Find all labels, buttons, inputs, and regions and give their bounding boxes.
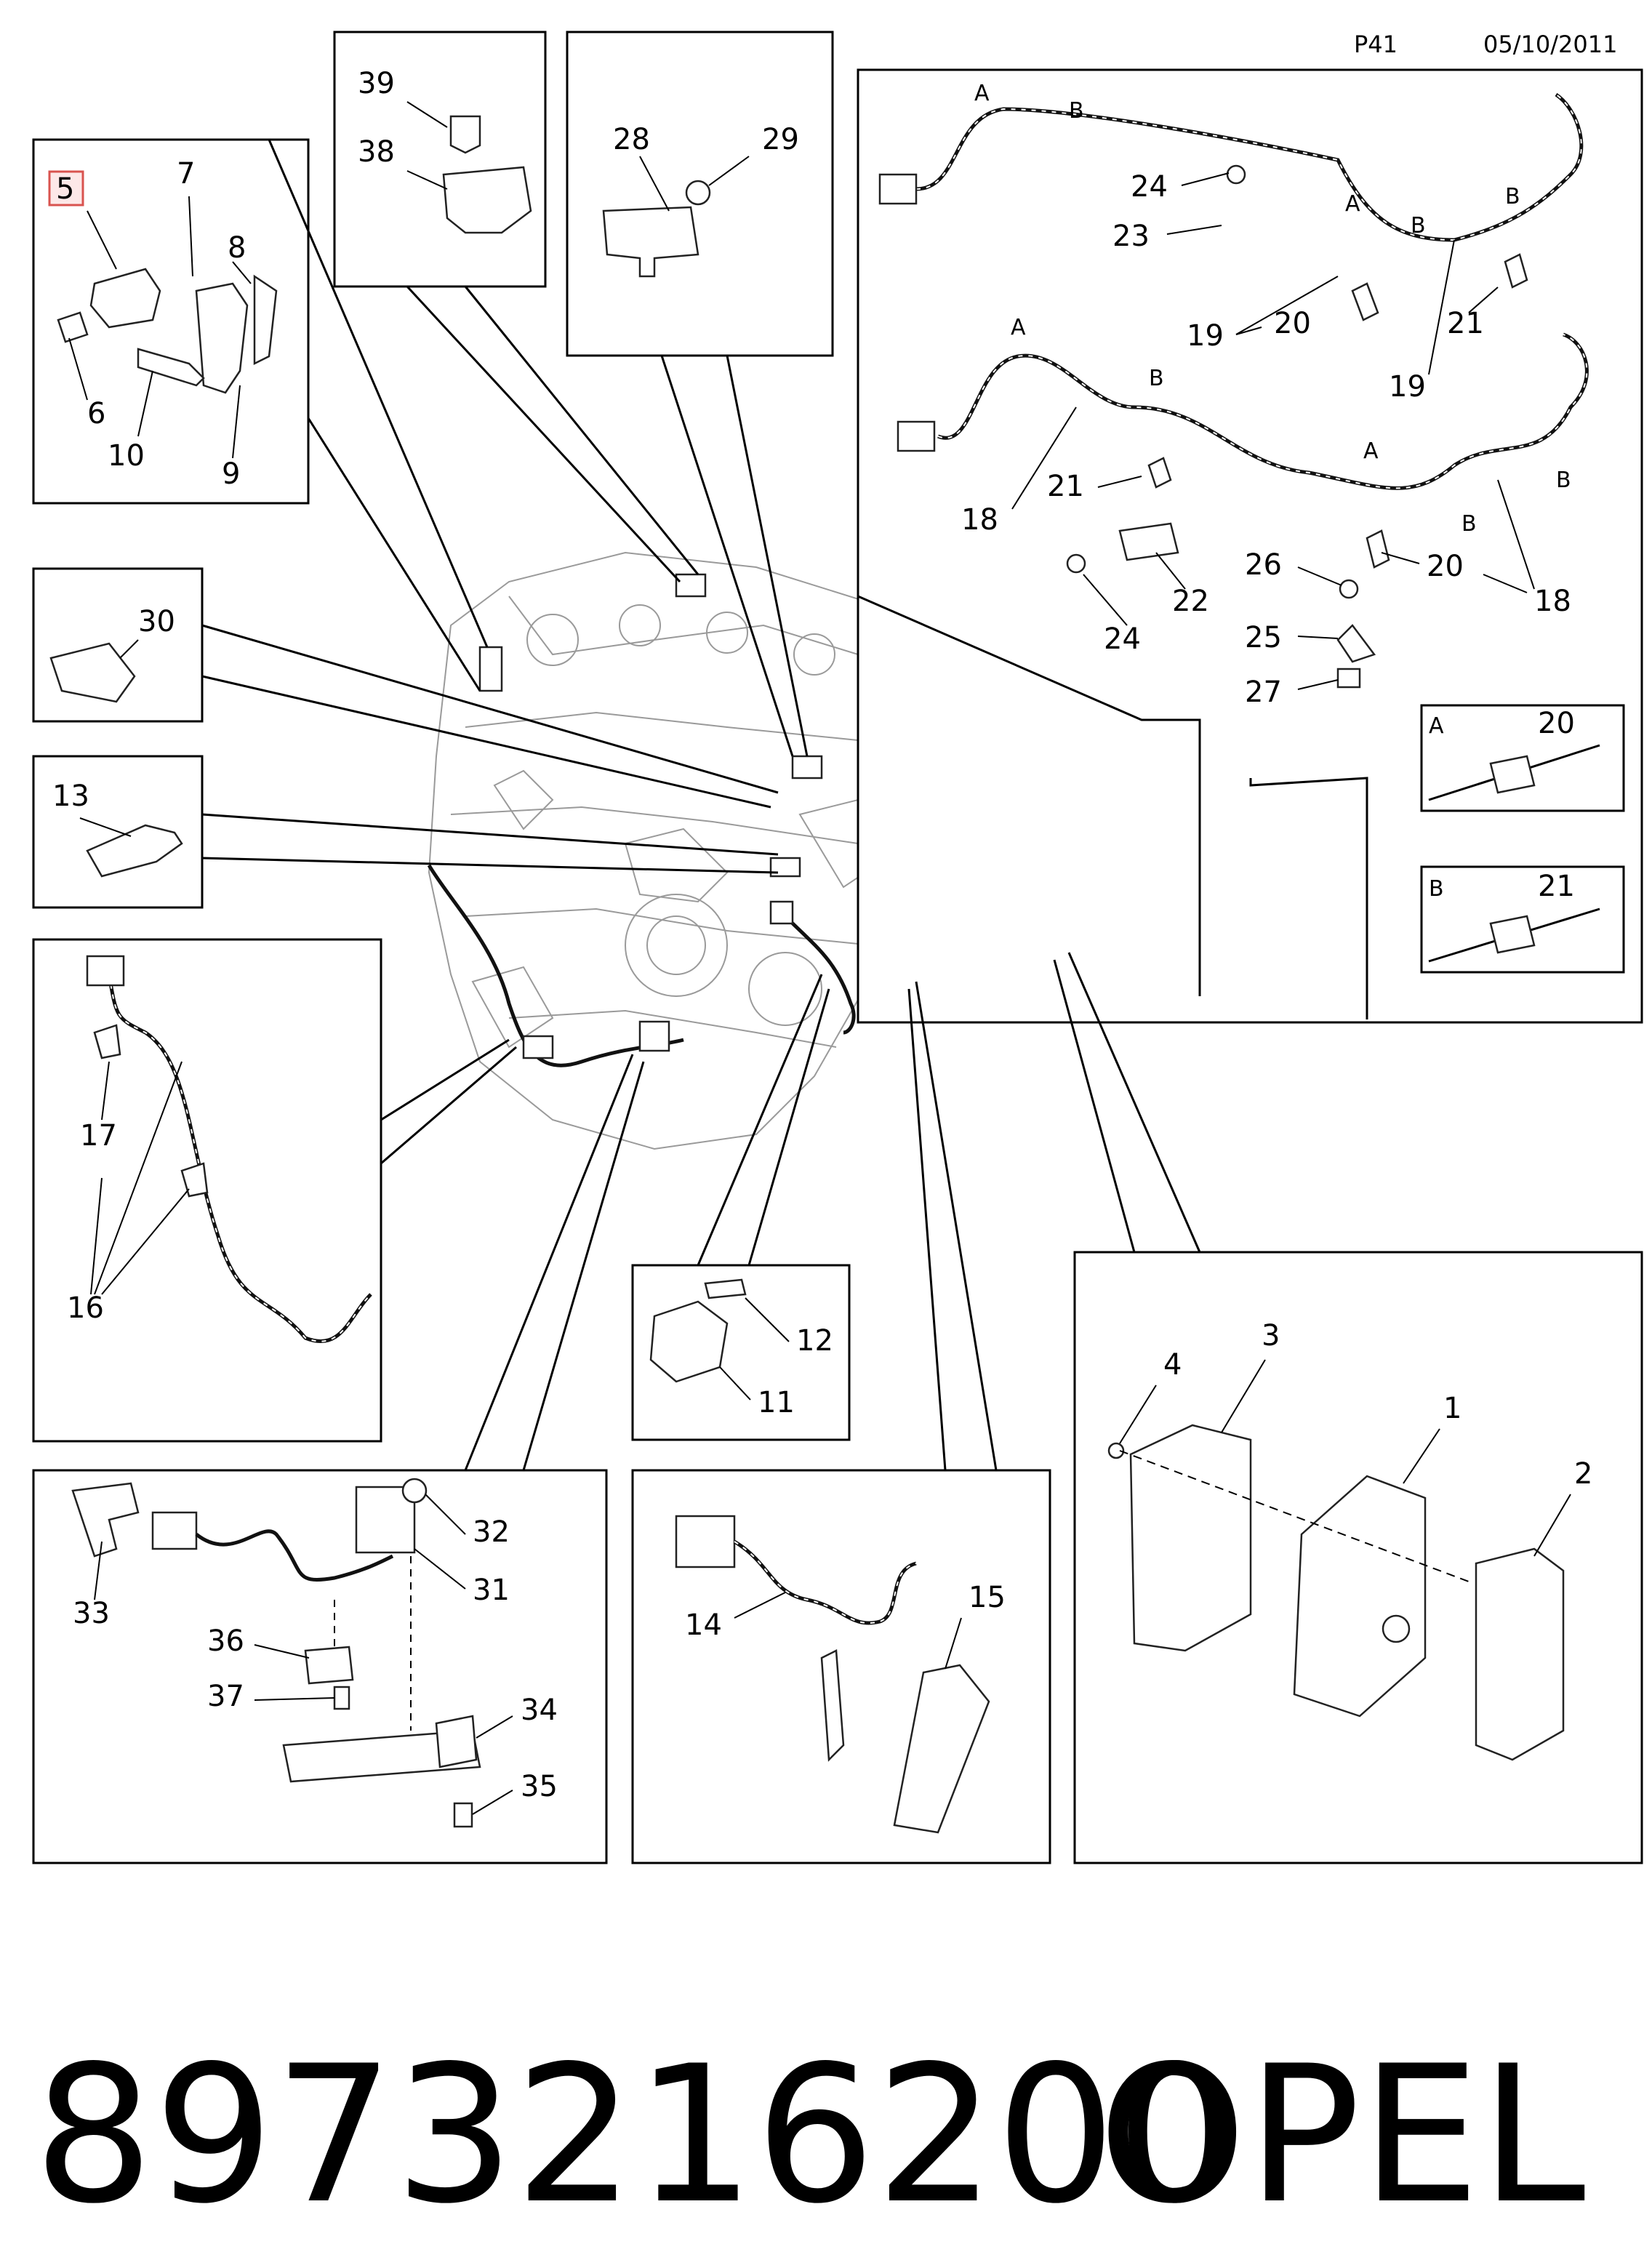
- callout-31: 31: [473, 1574, 510, 1607]
- sensor-38: [442, 166, 532, 234]
- inset-b-callout-21: 21: [1538, 870, 1575, 903]
- detail-box-31-37: 33 32 31 36 37 34 35: [32, 1469, 608, 1864]
- detail-box-exhaust-sensors: A B A B B A B A B B 24 23 19 20 21 19 21…: [857, 68, 1643, 1024]
- callout-25: 25: [1245, 621, 1282, 654]
- label-b-2: B: [1411, 213, 1426, 239]
- detail-box-ecu: 4 3 1 2: [1073, 1251, 1643, 1864]
- callout-8: 8: [228, 231, 246, 265]
- callout-19-a: 19: [1187, 319, 1224, 353]
- detail-box-30: 30: [32, 567, 204, 723]
- callout-34: 34: [521, 1694, 558, 1727]
- pressure-sensor-28: [602, 206, 699, 278]
- callout-32: 32: [473, 1515, 510, 1549]
- bracket-15: [893, 1664, 990, 1834]
- label-b-3: B: [1505, 184, 1520, 209]
- detail-box-crank-sensor: 5 7 8 6 10 9: [32, 138, 310, 505]
- callout-29: 29: [762, 123, 799, 156]
- label-a-1: A: [974, 81, 990, 106]
- callout-10: 10: [108, 439, 145, 473]
- detail-box-16-17: 17 16: [32, 938, 382, 1443]
- callout-14: 14: [685, 1608, 722, 1642]
- pressure-switch-30: [49, 642, 136, 703]
- callout-28: 28: [613, 123, 650, 156]
- label-a-4: A: [1363, 438, 1379, 464]
- inset-b-letter: B: [1429, 876, 1444, 902]
- callout-21-a: 21: [1447, 307, 1484, 340]
- callout-15: 15: [969, 1581, 1006, 1614]
- callout-39: 39: [358, 67, 395, 100]
- inset-a-callout-20: 20: [1538, 707, 1575, 740]
- callout-18-b: 18: [1534, 585, 1571, 618]
- leader-lines: [201, 139, 1368, 1471]
- part-number: 8973216200: [33, 2026, 1236, 2244]
- detail-box-11-12: 12 11: [631, 1264, 851, 1441]
- highlight-frame: [48, 170, 84, 207]
- callout-13: 13: [52, 780, 89, 813]
- callout-12: 12: [796, 1324, 833, 1358]
- callout-20-b: 20: [1427, 550, 1464, 583]
- callout-5: 5: [56, 172, 74, 206]
- engine-block: [428, 551, 932, 1150]
- callout-27: 27: [1245, 676, 1282, 709]
- callout-11: 11: [758, 1386, 795, 1419]
- callout-22: 22: [1172, 585, 1209, 618]
- actuator-31: [355, 1486, 416, 1554]
- callout-23: 23: [1112, 220, 1150, 253]
- callout-30: 30: [138, 605, 175, 638]
- detail-box-38-39: 39 38: [333, 31, 547, 288]
- callout-36: 36: [207, 1624, 244, 1658]
- callout-3: 3: [1262, 1319, 1280, 1353]
- crankshaft-sensor: [89, 268, 161, 329]
- callout-38: 38: [358, 135, 395, 169]
- callout-26: 26: [1245, 548, 1282, 582]
- ecu-bracket-2: [1475, 1547, 1565, 1761]
- ecu-1: [1293, 1475, 1427, 1718]
- ecu-cover-3: [1129, 1424, 1252, 1652]
- callout-24-a: 24: [1131, 170, 1168, 204]
- callout-17: 17: [80, 1119, 117, 1153]
- label-a-3: A: [1011, 315, 1026, 340]
- page-date: 05/10/2011: [1483, 31, 1617, 58]
- label-b-1: B: [1069, 98, 1084, 124]
- callout-6: 6: [87, 397, 105, 430]
- detail-box-14-15: 14 15: [631, 1469, 1051, 1864]
- callout-1: 1: [1443, 1392, 1461, 1425]
- inset-a-letter: A: [1429, 713, 1444, 739]
- oxygen-sensor-14: [820, 1649, 845, 1762]
- page-code: P41: [1354, 31, 1398, 58]
- detail-box-13: 13: [32, 755, 204, 909]
- label-b-6: B: [1461, 511, 1477, 537]
- callout-19-b: 19: [1389, 370, 1426, 404]
- callout-2: 2: [1574, 1457, 1592, 1491]
- callout-7: 7: [177, 157, 195, 191]
- label-b-5: B: [1556, 468, 1571, 493]
- brand-name: OPEL: [1098, 2026, 1587, 2244]
- callout-21-b: 21: [1047, 470, 1084, 503]
- detail-box-28-29: 28 29: [566, 31, 834, 357]
- callout-35: 35: [521, 1770, 558, 1803]
- callout-18-a: 18: [961, 503, 998, 537]
- callout-16: 16: [67, 1291, 104, 1325]
- label-b-4: B: [1149, 366, 1164, 391]
- callout-9: 9: [222, 457, 240, 491]
- callout-4: 4: [1163, 1348, 1182, 1382]
- temp-sensor-13: [86, 824, 183, 878]
- callout-33: 33: [73, 1597, 110, 1630]
- label-a-2: A: [1345, 191, 1360, 217]
- callout-37: 37: [207, 1680, 244, 1713]
- connector-14: [675, 1515, 736, 1568]
- callout-20-a: 20: [1274, 307, 1311, 340]
- callout-24-b: 24: [1104, 622, 1141, 656]
